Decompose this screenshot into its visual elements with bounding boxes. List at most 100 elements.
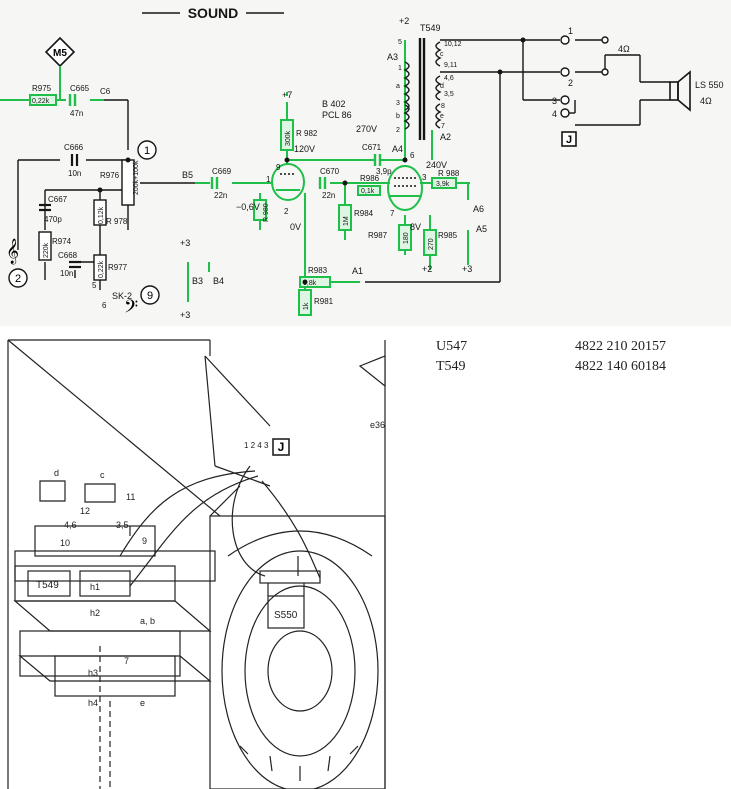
- winding-d: d: [440, 83, 444, 90]
- sound-schematic: SOUND M5: [0, 0, 731, 326]
- r986-resistor: [357, 185, 381, 196]
- label-r985-value: 270: [428, 238, 435, 250]
- tube-pin-3: 3: [422, 173, 427, 182]
- asm-label-pins: 1 2 4 3: [244, 441, 269, 450]
- winding-3: 3: [396, 100, 400, 107]
- supply-plus-2-top: +2: [399, 16, 409, 26]
- node-a4: A4: [392, 144, 403, 154]
- winding-2: 2: [396, 127, 400, 134]
- label-c668: C668: [58, 251, 78, 260]
- asm-label-7: 7: [124, 656, 129, 666]
- bass-clef-icon: 𝄢: [124, 296, 138, 321]
- voltage-120v: 120V: [294, 144, 315, 154]
- winding-c: c: [440, 51, 444, 58]
- label-r981: R981: [314, 297, 334, 306]
- treble-clef-icon: 𝄞: [6, 238, 19, 264]
- label-r977-value: 0,22k: [98, 260, 105, 278]
- asm-label-t549: T549: [36, 580, 59, 591]
- r984-resistor: [338, 204, 352, 231]
- tube-pin-1: 1: [266, 175, 271, 184]
- label-r987: R987: [368, 231, 388, 240]
- asm-label-e: e: [140, 698, 145, 708]
- circled-1: 1: [144, 145, 150, 157]
- node-a3: A3: [387, 52, 398, 62]
- voltage-270v: 270V: [356, 124, 377, 134]
- node-a5: A5: [476, 224, 487, 234]
- part-code: 4822 140 60184: [575, 359, 666, 374]
- tube-pin-6: 6: [410, 151, 415, 160]
- node-b3: B3: [192, 276, 203, 286]
- supply-plus-7: +7: [282, 90, 292, 100]
- label-out-pin-4: 4: [552, 109, 557, 119]
- label-tube-type: B 402: [322, 99, 346, 109]
- label-c667-value: 470p: [44, 215, 62, 224]
- label-r983: R983: [308, 266, 328, 275]
- r981-resistor: [298, 289, 312, 316]
- winding-3-5: 3,5: [444, 91, 454, 98]
- r980-resistor: [253, 199, 267, 221]
- label-out-pin-1: 1: [568, 26, 573, 36]
- label-r975: R975: [32, 84, 52, 93]
- asm-label-9: 9: [142, 536, 147, 546]
- label-r984: R984: [354, 209, 374, 218]
- label-r976: R976: [100, 171, 120, 180]
- speaker-cone: [221, 550, 379, 789]
- label-c670: C670: [320, 167, 340, 176]
- node-a2: A2: [440, 132, 451, 142]
- label-sk2: SK-2: [112, 291, 132, 301]
- m5-label: M5: [53, 48, 67, 59]
- label-c671-value: 3,9p: [376, 167, 392, 176]
- label-r981-value: 1k: [303, 302, 310, 310]
- label-r976-value: 200k+100k: [133, 160, 140, 195]
- label-c669-value: 22n: [214, 191, 227, 200]
- label-out-pin-2: 2: [568, 78, 573, 88]
- j-connector-box: [561, 131, 577, 147]
- label-r988-value: 3,9k: [436, 181, 450, 188]
- j-connector-label: J: [566, 134, 572, 146]
- asm-label-c: c: [100, 470, 105, 480]
- label-r988: R 988: [438, 169, 460, 178]
- label-r985: R985: [438, 231, 458, 240]
- label-out-pin-3: 3: [552, 96, 557, 106]
- asm-label-ab: a, b: [140, 616, 155, 626]
- assembly-drawing: J d c 11 12 4,6 3,5 10 9 T549 h1 h2 a, b…: [0, 326, 731, 789]
- asm-label-h2: h2: [90, 608, 100, 618]
- label-r975-value: 0,22k: [32, 98, 50, 105]
- r987-resistor: [398, 224, 412, 251]
- supply-plus-2-bottom: +2: [422, 264, 432, 274]
- winding-b: b: [396, 113, 400, 120]
- label-r980: R 980: [263, 203, 270, 222]
- node-b4: B4: [213, 276, 224, 286]
- label-r974-value: 220k: [43, 242, 50, 258]
- circled-9: 9: [147, 290, 153, 302]
- r977-resistor: [93, 254, 107, 281]
- winding-a: a: [396, 83, 400, 90]
- sk2-pin-6: 6: [102, 301, 107, 310]
- asm-label-3-5: 3,5: [116, 520, 129, 530]
- node-a1: A1: [352, 266, 363, 276]
- schematic-title: SOUND: [188, 5, 239, 21]
- parts-row: U547 4822 210 20157: [436, 337, 666, 357]
- label-c668-value: 10n: [60, 269, 73, 278]
- voltage-0v: 0V: [290, 222, 301, 232]
- label-speaker-name: LS 550: [695, 80, 724, 90]
- label-c666: C666: [64, 143, 84, 152]
- r983-resistor: [299, 276, 331, 288]
- tube-pin-9: 9: [276, 163, 281, 172]
- tube-pin-7: 7: [390, 209, 395, 218]
- winding-7: 7: [441, 123, 445, 130]
- asm-label-10: 10: [60, 538, 70, 548]
- label-b5: B5: [182, 170, 193, 180]
- label-r977: R977: [108, 263, 128, 272]
- label-r984-value: 1M: [343, 216, 350, 226]
- asm-label-d: d: [54, 468, 59, 478]
- label-r983-value: 0,8k: [303, 280, 317, 287]
- tube-pin-2: 2: [284, 207, 289, 216]
- winding-1: 1: [398, 65, 402, 72]
- voltage-8v: 8V: [410, 222, 421, 232]
- sk2-pin-5: 5: [92, 281, 97, 290]
- asm-label-h4: h4: [88, 698, 98, 708]
- label-c6: C6: [100, 87, 111, 96]
- label-r974: R974: [52, 237, 72, 246]
- label-r978-value: 0,12k: [98, 206, 105, 224]
